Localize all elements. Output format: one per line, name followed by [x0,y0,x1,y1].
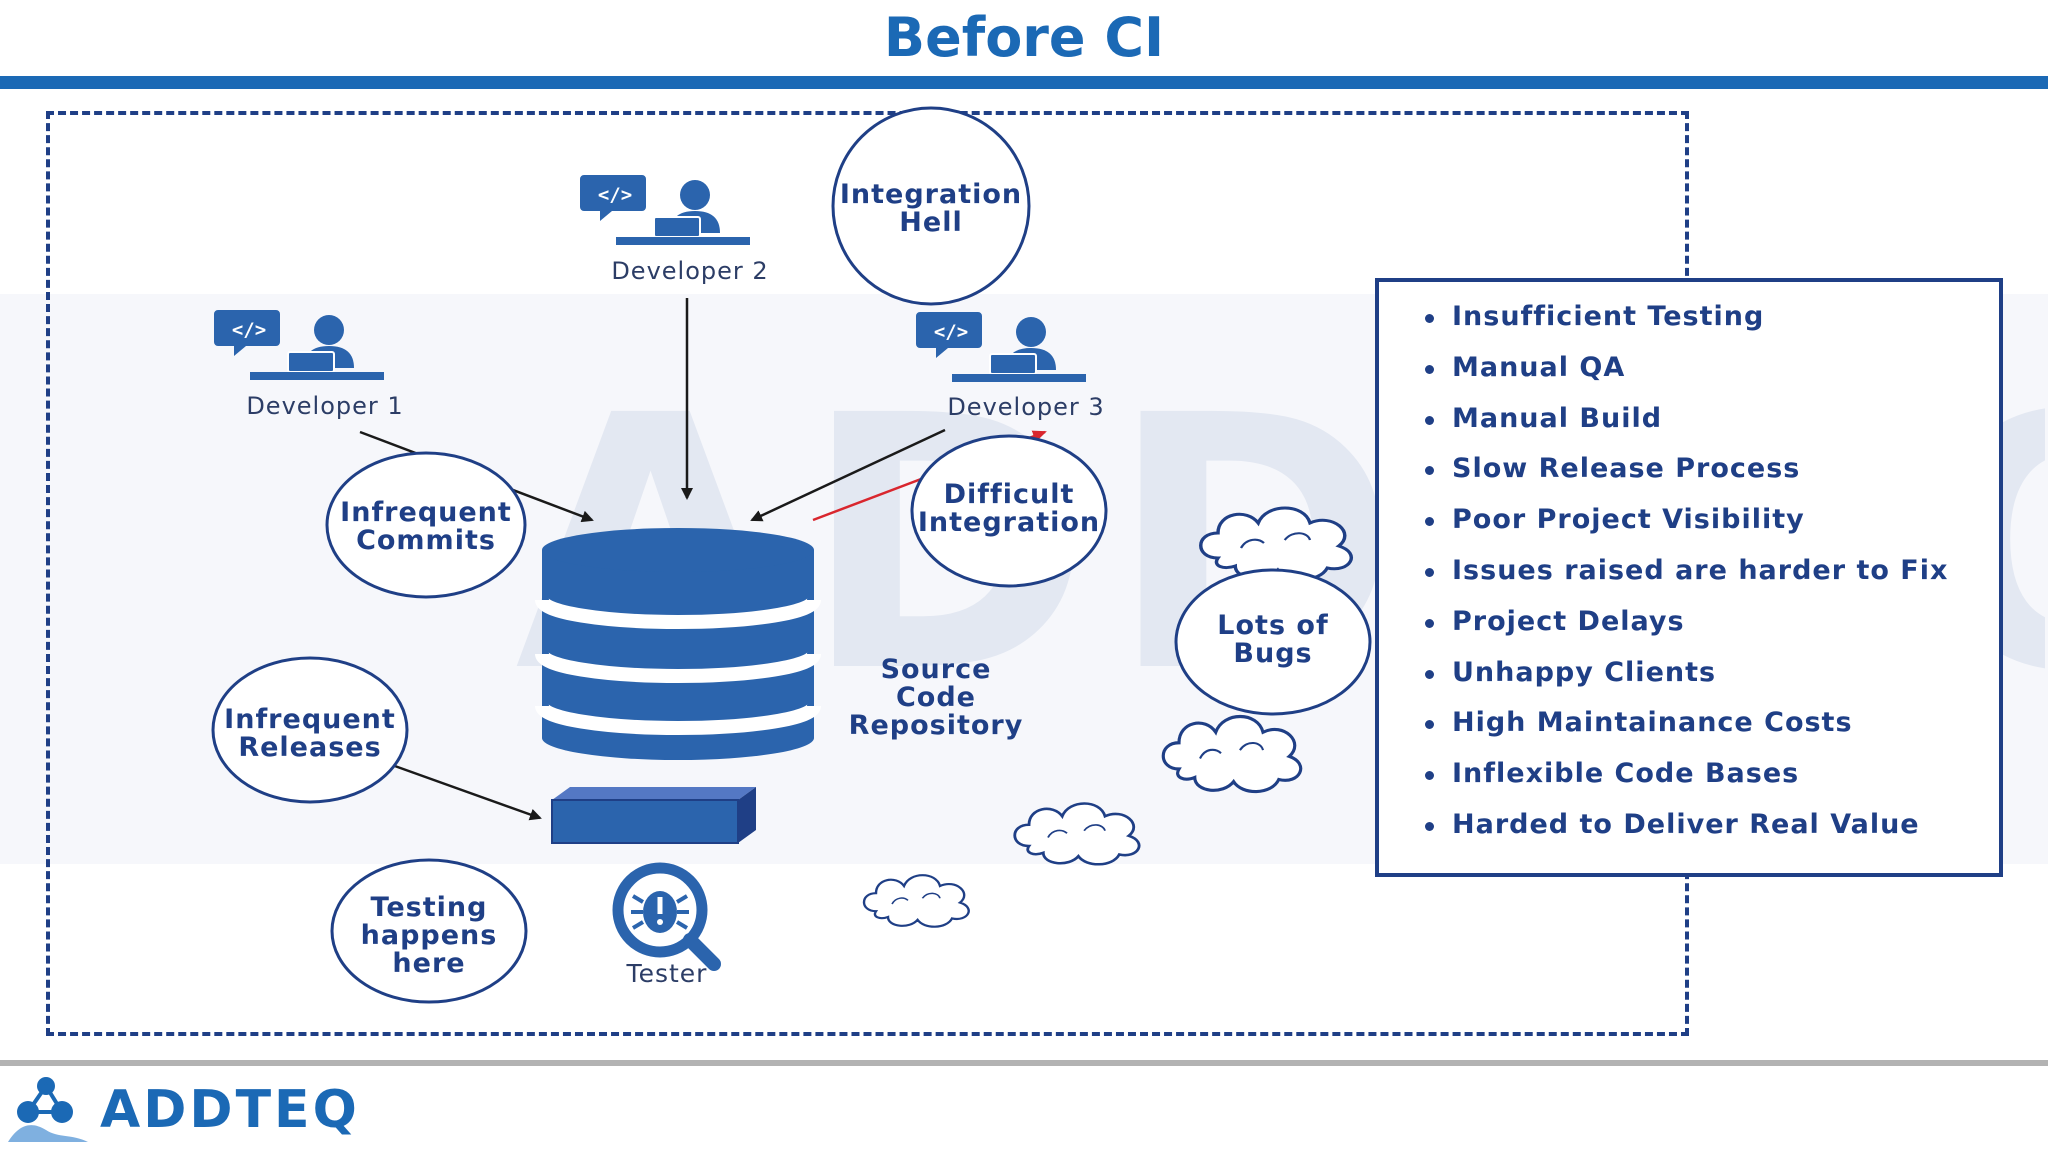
bubble-infrequent-releases [211,656,409,804]
lots-of-bugs-label: Lots of Bugs [1217,610,1329,669]
infrequent-releases-label: Infrequent Releases [224,704,396,763]
issue-item: Issues raised are harder to Fix [1379,546,1999,597]
title-underline-bar [0,76,2048,89]
issue-item: Insufficient Testing [1379,292,1999,343]
tester-label: Tester [626,959,708,988]
issue-item: High Maintainance Costs [1379,698,1999,749]
bubble-integration-hell [831,106,1031,306]
footer-divider [0,1060,2048,1066]
integration-hell-label: Integration Hell [839,179,1023,238]
developer-2-label: Developer 2 [611,257,769,285]
issues-panel: Insufficient Testing Manual QA Manual Bu… [1375,278,2003,877]
testing-here-label: Testing happens here [360,892,498,979]
bubble-lots-of-bugs [1174,568,1372,716]
developer-1-icon [213,309,385,381]
issue-item: Slow Release Process [1379,444,1999,495]
issue-item: Unhappy Clients [1379,648,1999,699]
issues-list: Insufficient Testing Manual QA Manual Bu… [1379,282,1999,851]
issue-item: Harded to Deliver Real Value [1379,800,1999,851]
page-title: Before CI [883,6,1165,69]
build-package-icon [551,787,756,844]
difficult-integration-label: Difficult Integration [917,479,1101,538]
infrequent-commits-label: Infrequent Commits [340,497,512,556]
bubble-difficult-integration [910,434,1108,588]
arrow-dev3-to-repo [750,428,946,522]
bubble-testing-here [330,858,528,1004]
issue-item: Manual Build [1379,394,1999,445]
developer-3-icon [915,311,1087,383]
issue-item: Inflexible Code Bases [1379,749,1999,800]
arrow-releases-to-build [391,763,542,821]
brand-logo-text: ADDTEQ [100,1080,360,1140]
database-icon [535,528,821,760]
issue-item: Project Delays [1379,597,1999,648]
cloud-icon [862,874,970,928]
developer-1-label: Developer 1 [246,392,404,420]
bug-search-icon [612,862,721,971]
bubble-infrequent-commits [325,451,527,599]
brand-logo-icon [8,1077,88,1142]
issue-item: Poor Project Visibility [1379,495,1999,546]
developer-2-icon [579,174,751,246]
cloud-icon [1161,714,1303,794]
repository-label: Source Code Repository [848,654,1024,741]
developer-3-label: Developer 3 [947,393,1105,421]
issue-item: Manual QA [1379,343,1999,394]
cloud-icon [1013,802,1141,866]
